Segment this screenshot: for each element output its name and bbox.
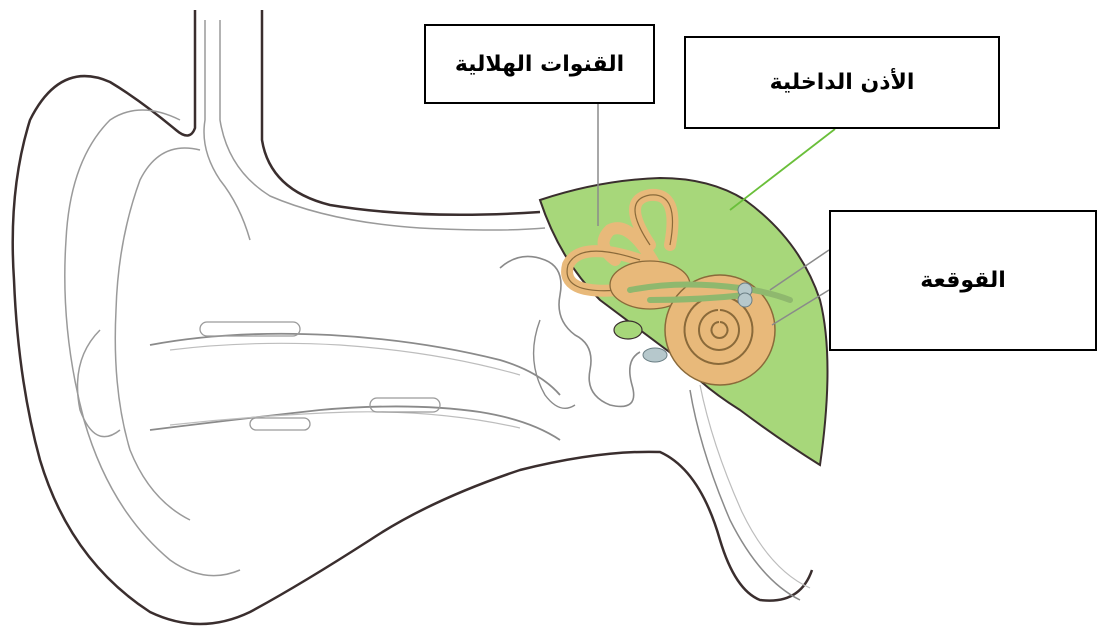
concha-fold xyxy=(204,20,250,240)
helix-fold xyxy=(65,110,240,576)
round-window xyxy=(643,348,667,362)
ear-canal-inner-lower xyxy=(170,412,520,428)
eardrum-outline xyxy=(534,320,575,408)
label-cochlea-text: القوقعة xyxy=(920,268,1006,293)
leader-line-inner-ear xyxy=(730,129,835,210)
antihelix-fold xyxy=(115,148,200,520)
ear-canal-inner-upper xyxy=(170,343,520,375)
label-inner-ear: الأذن الداخلية xyxy=(684,36,1000,129)
canal-gland-2 xyxy=(250,418,310,430)
label-semicircular-canals: القنوات الهلالية xyxy=(424,24,655,104)
oval-window xyxy=(614,321,642,339)
canal-gland-3 xyxy=(370,398,440,412)
ear-canal-upper xyxy=(150,334,560,395)
label-semicircular-canals-text: القنوات الهلالية xyxy=(455,52,624,77)
label-inner-ear-text: الأذن الداخلية xyxy=(770,70,915,95)
nerve-node-2 xyxy=(738,293,752,307)
label-cochlea: القوقعة xyxy=(829,210,1097,351)
